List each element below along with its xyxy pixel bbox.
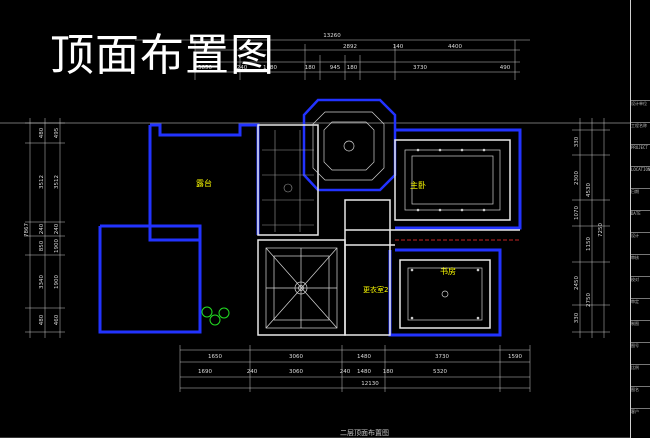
dim-right-inner2: 4530 bbox=[586, 183, 592, 197]
dim-top-row2: 3850 bbox=[198, 65, 212, 71]
dim-bottom-row2: 240 bbox=[340, 369, 351, 375]
dim-bottom-total: 12130 bbox=[361, 381, 379, 387]
bottom-dimension-chain bbox=[179, 345, 531, 392]
corridor-ceiling-grid bbox=[262, 130, 314, 232]
dim-bottom-row2: 240 bbox=[247, 369, 258, 375]
title-block-cell: 设计单位 bbox=[631, 100, 650, 123]
page-title: 顶面布置图 bbox=[50, 30, 275, 81]
dim-left-inner2: 1900 bbox=[54, 239, 60, 253]
dim-right-inner2: 2750 bbox=[586, 293, 592, 307]
title-block-cell: 日期 bbox=[631, 188, 650, 211]
plant-icons bbox=[201, 306, 230, 326]
dim-top-row2: 180 bbox=[305, 65, 316, 71]
dim-top-row2: 180 bbox=[347, 65, 358, 71]
dim-bottom-row1: 1590 bbox=[508, 354, 522, 360]
dim-top-row1: 2892 bbox=[343, 44, 357, 50]
living-ceiling-pattern bbox=[265, 247, 338, 329]
title-block-cell: 校对 bbox=[631, 276, 650, 299]
dim-bottom-row2: 1480 bbox=[357, 369, 371, 375]
left-dimension-chain bbox=[25, 118, 65, 338]
dim-right-inner2: 1150 bbox=[586, 237, 592, 251]
title-block-cell: DATE bbox=[631, 210, 650, 233]
title-block-cell: 工程名称 bbox=[631, 122, 650, 145]
title-block-cell: 审定 bbox=[631, 298, 650, 321]
interior-walls bbox=[257, 124, 520, 336]
dim-right-inner: 1070 bbox=[574, 206, 580, 220]
dim-top-row2: 490 bbox=[500, 65, 511, 71]
title-block-cell: 图号 bbox=[631, 342, 650, 365]
octagon-ceiling bbox=[312, 111, 385, 181]
dim-bottom-row2: 3060 bbox=[289, 369, 303, 375]
dim-bottom-row1: 3060 bbox=[289, 354, 303, 360]
room-label-study: 书房 bbox=[440, 266, 456, 276]
right-dimension-chain bbox=[572, 118, 610, 338]
dim-bottom-row2: 5320 bbox=[433, 369, 447, 375]
dim-right-outer: 7250 bbox=[598, 223, 604, 237]
dim-left-inner: 480 bbox=[39, 314, 45, 325]
master-ceiling bbox=[404, 149, 501, 211]
dim-bottom-row1: 3730 bbox=[435, 354, 449, 360]
dim-left-inner2: 3512 bbox=[54, 175, 60, 189]
dim-left-inner2: 240 bbox=[54, 223, 60, 234]
dim-top-row2: 1680 bbox=[263, 65, 277, 71]
dim-left-inner: 240 bbox=[39, 223, 45, 234]
title-block-cell: 审核 bbox=[631, 254, 650, 277]
study-ceiling bbox=[407, 267, 483, 321]
dim-bottom-row1: 1650 bbox=[208, 354, 222, 360]
dim-top-row2: 3730 bbox=[413, 65, 427, 71]
title-block-cell: 制图 bbox=[631, 320, 650, 343]
title-block-cell: 比例 bbox=[631, 364, 650, 387]
dim-top-row2: 945 bbox=[330, 65, 341, 71]
dim-top-total: 13260 bbox=[323, 33, 341, 39]
dim-right-inner: 330 bbox=[574, 136, 580, 147]
room-label-terrace: 露台 bbox=[196, 178, 212, 188]
dim-left-outer: 7867 bbox=[24, 223, 30, 237]
dim-left-inner: 480 bbox=[39, 127, 45, 138]
dim-left-inner: 850 bbox=[39, 240, 45, 251]
dim-right-inner: 2450 bbox=[574, 276, 580, 290]
dim-right-inner: 2300 bbox=[574, 171, 580, 185]
drawing-caption: 二层顶面布置图 bbox=[340, 429, 389, 437]
room-label-dressing: 更衣室2 bbox=[363, 285, 388, 294]
title-block-cell: LOCATION bbox=[631, 166, 650, 189]
dim-bottom-row2: 180 bbox=[383, 369, 394, 375]
dim-bottom-row2: 1690 bbox=[198, 369, 212, 375]
room-label-master-bedroom: 主卧 bbox=[410, 180, 426, 190]
dim-left-inner2: 1900 bbox=[54, 275, 60, 289]
dim-right-inner: 330 bbox=[574, 312, 580, 323]
title-block-cell: PROJECT bbox=[631, 144, 650, 167]
ceiling-fixtures bbox=[410, 148, 486, 320]
dim-bottom-row1: 1480 bbox=[357, 354, 371, 360]
dim-top-row2: 240 bbox=[237, 65, 248, 71]
top-dimension-chain bbox=[135, 39, 530, 80]
title-block-cell: 设计 bbox=[631, 232, 650, 255]
title-block-cell: 图名 bbox=[631, 386, 650, 409]
dim-left-inner2: 495 bbox=[54, 127, 60, 138]
dim-top-row1: 140 bbox=[393, 44, 404, 50]
dim-top-row1: 4400 bbox=[448, 44, 462, 50]
dim-left-inner: 3512 bbox=[39, 175, 45, 189]
walls bbox=[98, 98, 522, 337]
title-block-cell: 客户 bbox=[631, 408, 650, 431]
dim-left-inner2: 460 bbox=[54, 314, 60, 325]
dim-left-inner: 3340 bbox=[39, 275, 45, 289]
